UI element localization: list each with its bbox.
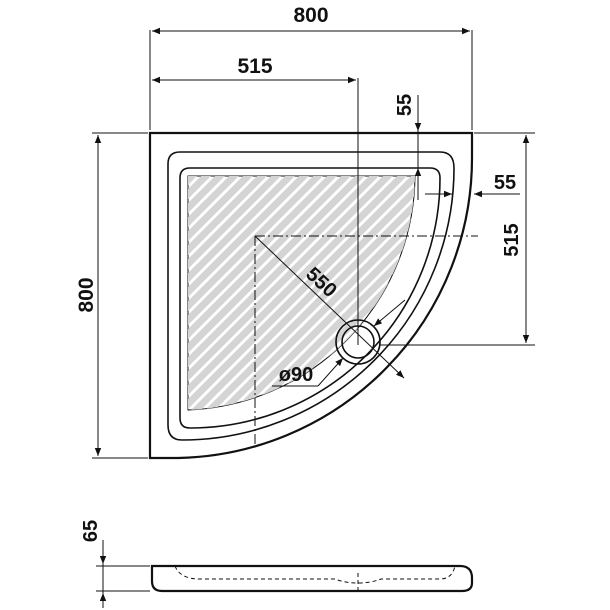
label-rim-right: 55: [494, 172, 516, 194]
hatch-line: [211, 176, 415, 410]
hatch-line: [225, 176, 415, 410]
hatch-line: [188, 176, 285, 410]
hatch-line: [365, 176, 415, 410]
hatch-line: [188, 176, 369, 410]
hatch-line: [188, 176, 355, 410]
hatch-line: [188, 176, 271, 410]
hatch-line: [188, 176, 327, 410]
hatch-line: [188, 176, 415, 410]
hatch-line: [188, 176, 243, 410]
label-inner-height: 515: [501, 223, 523, 256]
hatch-line: [197, 176, 415, 410]
hatch-line: [379, 176, 415, 410]
hatch-line: [188, 176, 415, 410]
hatch-line: [188, 176, 299, 410]
dim-line-radius: [254, 235, 405, 379]
rim-inner-edge: [179, 167, 441, 429]
hatch-line: [188, 176, 397, 410]
tray-side-view: [96, 540, 474, 608]
label-total-height: 800: [75, 277, 98, 312]
label-rim-top: 55: [394, 94, 416, 116]
hatch-line: [188, 176, 341, 410]
hatch-line: [438, 170, 610, 420]
label-inner-width: 515: [237, 55, 272, 78]
rim-outer-edge: [167, 151, 455, 441]
label-tray-height: 65: [80, 520, 102, 542]
label-total-width: 800: [293, 4, 328, 27]
side-profile-outline: [150, 564, 474, 593]
hatch-line: [188, 176, 411, 410]
hatch-line: [239, 176, 415, 410]
hatch-line: [188, 176, 313, 410]
hatch-line: [351, 176, 415, 410]
label-drain-diameter: ø90: [279, 364, 313, 386]
tray-outer-outline: [148, 131, 474, 460]
hatch-line: [393, 176, 415, 410]
dimension-lines: [92, 27, 535, 459]
hatch-line: [188, 176, 257, 410]
side-profile-hidden-basin: [174, 565, 456, 584]
